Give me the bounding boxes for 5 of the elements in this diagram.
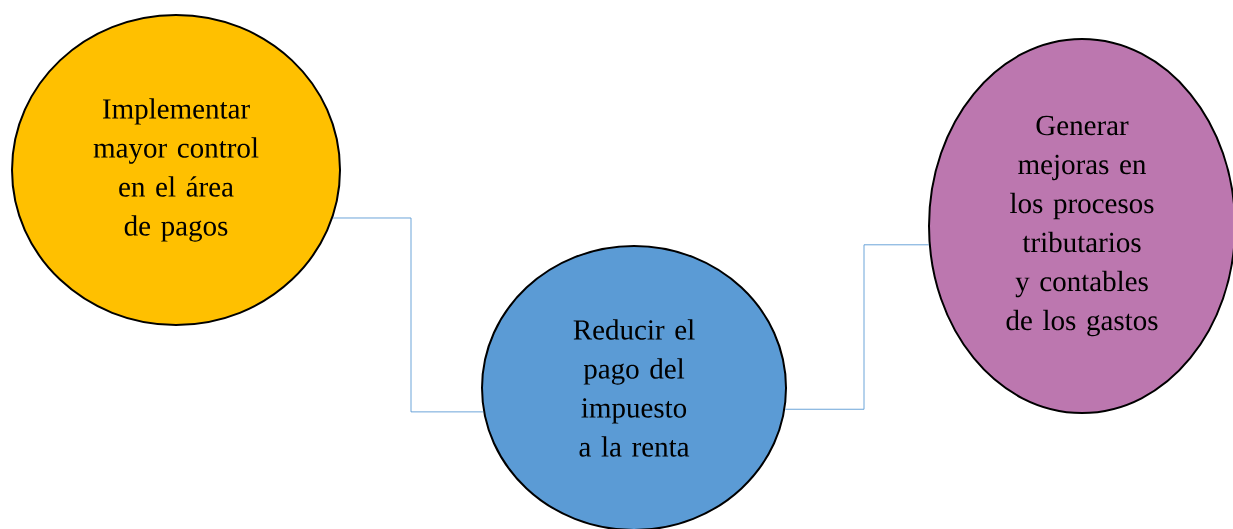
circle-node: Generar mejoras en los procesos tributarios y contables de los gastos <box>928 38 1233 414</box>
circle-node: Reducir el pago del impuesto a la renta <box>481 245 787 529</box>
connector-line <box>332 217 484 413</box>
circle-node: Implementar mayor control en el área de pagos <box>11 14 341 326</box>
connector-line <box>784 244 930 410</box>
